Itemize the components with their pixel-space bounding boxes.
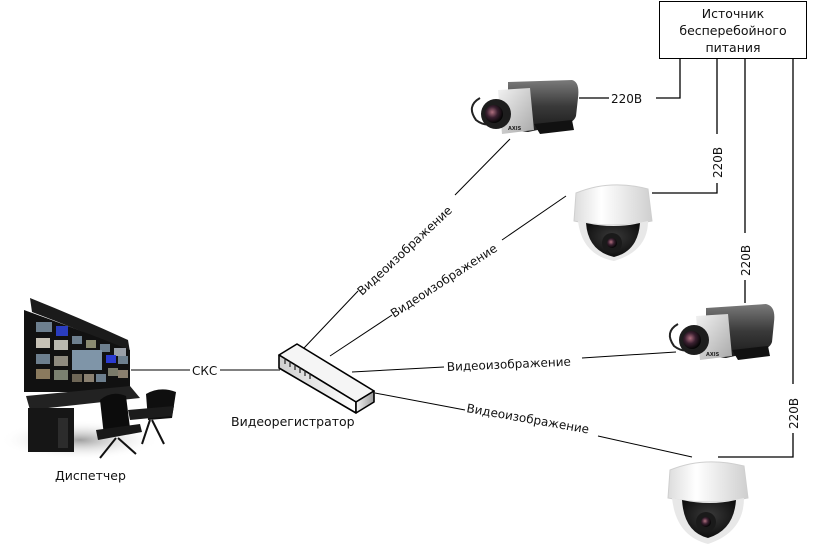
video-line-camera-3-b [581,351,677,359]
power-label-camera-1: 220В [611,92,642,106]
video-line-camera-4-b [597,435,693,458]
video-recorder-label: Видеорегистратор [231,414,355,429]
power-line-camera-4 [718,433,794,458]
dispatcher-label: Диспетчер [55,468,126,483]
video-line-camera-2-b [501,195,567,241]
video-line-camera-1-b [454,138,511,196]
ups-box: Источник бесперебойного питания [659,1,807,59]
video-line-camera-3-a [351,366,445,373]
video-line-camera-2-a [329,314,393,357]
dispatcher-console-icon [0,298,176,460]
ups-label-line-1: Источник [701,6,765,21]
svg-text:AXIS: AXIS [508,126,522,132]
ups-label-line-2: бесперебойного [679,23,787,38]
ups-label-line-3: питания [705,40,761,55]
power-label-camera-3: 220В [739,245,753,276]
power-lines [579,59,794,458]
power-label-camera-2: 220В [711,147,725,178]
power-line-camera-1b [656,59,681,99]
sks-label: СКС [192,364,217,378]
box-camera-icon-3: AXIS [668,304,775,360]
video-label-camera-3: Видеоизображение [447,355,572,374]
video-label-camera-4: Видеоизображение [465,401,590,436]
dome-camera-icon-4 [667,461,749,544]
box-camera-icon-1: AXIS [470,80,579,134]
svg-text:AXIS: AXIS [706,352,720,358]
dome-camera-icon-2 [573,184,653,261]
video-lines [131,138,693,458]
power-line-camera-2 [652,183,718,194]
video-line-camera-4-a [374,392,466,411]
video-line-camera-1-a [303,290,359,349]
video-recorder-icon [278,343,375,414]
power-label-camera-4: 220В [787,398,801,429]
